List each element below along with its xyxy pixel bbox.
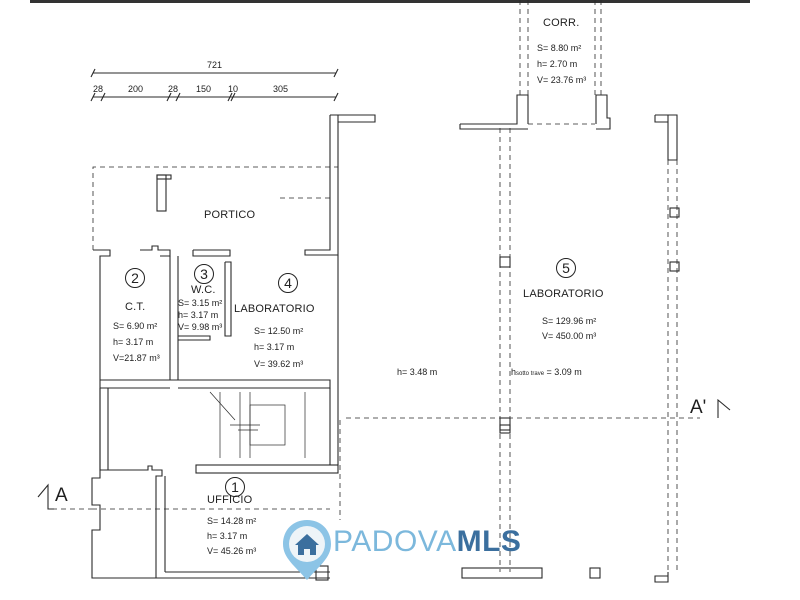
under-beam-sub: sotto trave: [516, 371, 545, 377]
room-number-badge: 4: [278, 273, 298, 293]
dimension-segment: 10: [228, 84, 239, 94]
section-marker-left: A: [55, 485, 68, 506]
room-volume: V= 9.98 m³: [178, 322, 223, 332]
room-number-badge: 1: [225, 477, 245, 497]
dimension-segment: 28: [168, 84, 179, 94]
room-number-badge: 2: [125, 268, 145, 288]
room-volume: V= 450.00 m³: [542, 331, 597, 341]
section-marker-right: A': [690, 397, 707, 418]
room-volume: V= 39.62 m³: [254, 359, 304, 369]
corridor-height: h= 2.70 m: [537, 59, 578, 69]
corridor-surface: S= 8.80 m²: [537, 43, 582, 53]
room-surface: S= 6.90 m²: [113, 321, 158, 331]
room-surface: S= 12.50 m²: [254, 326, 304, 336]
under-beam-value: = 3.09 m: [544, 367, 582, 377]
dimension-total: 721: [207, 60, 223, 70]
watermark-text: PADOVAMLS: [333, 527, 521, 557]
dimension-segment: 150: [196, 84, 212, 94]
room-name: UFFICIO: [207, 494, 253, 506]
dimension-segment: 305: [273, 84, 289, 94]
room-volume: V= 45.26 m³: [207, 546, 257, 556]
room-name: W.C.: [191, 284, 216, 296]
top-border: [30, 0, 750, 3]
corridor-label: CORR.: [543, 17, 580, 29]
portico-label: PORTICO: [204, 209, 256, 221]
room-height: h= 3.17 m: [254, 342, 295, 352]
room-volume: V=21.87 m³: [113, 353, 160, 363]
under-beam-height: hsotto trave = 3.09 m: [511, 366, 582, 381]
house-pin-icon: [281, 518, 331, 580]
room-height: h= 3.17 m: [207, 531, 248, 541]
room-surface: S= 14.28 m²: [207, 516, 257, 526]
under-beam-prefix: h: [511, 367, 517, 377]
dimension-lines: [90, 68, 339, 102]
dimension-segment: 28: [93, 84, 104, 94]
dimension-segment: 200: [128, 84, 144, 94]
room-surface: S= 129.96 m²: [542, 316, 597, 326]
room-name: C.T.: [125, 301, 146, 313]
padovamls-watermark: PADOVAMLS: [281, 518, 521, 580]
room-number-badge: 5: [556, 258, 576, 278]
watermark-text-light: PADOVA: [333, 525, 457, 558]
watermark-text-bold: MLS: [456, 525, 522, 558]
room-surface: S= 3.15 m²: [178, 298, 223, 308]
corridor-volume: V= 23.76 m³: [537, 75, 587, 85]
main-height: h= 3.48 m: [397, 367, 438, 377]
room-name: LABORATORIO: [234, 303, 315, 315]
room-height: h= 3.17 m: [178, 310, 219, 320]
room-height: h= 3.17 m: [113, 337, 154, 347]
room-name: LABORATORIO: [523, 288, 604, 300]
room-number-badge: 3: [194, 264, 214, 284]
